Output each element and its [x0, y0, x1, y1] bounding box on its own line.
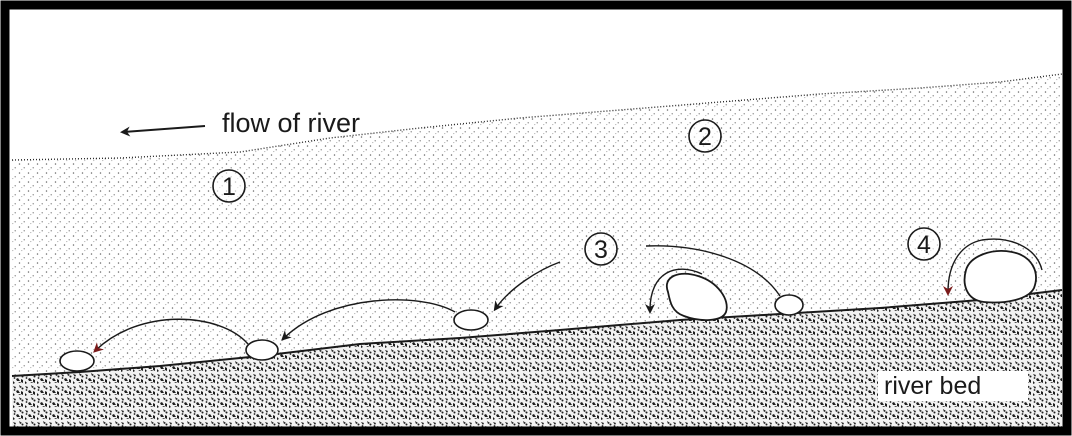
pebble-2 — [246, 340, 278, 360]
flow-label: flow of river — [222, 108, 360, 138]
pebble-4 — [775, 295, 803, 315]
marker-3-label: 3 — [594, 236, 608, 264]
marker-4: 4 — [908, 228, 940, 260]
marker-2: 2 — [689, 120, 721, 152]
marker-1-label: 1 — [222, 173, 236, 201]
marker-2-label: 2 — [698, 123, 712, 151]
marker-4-label: 4 — [917, 231, 931, 259]
pebble-1 — [60, 351, 94, 371]
flow-direction-arrow — [124, 126, 205, 132]
boulder-large — [965, 251, 1036, 303]
marker-3: 3 — [585, 233, 617, 265]
bed-label: river bed — [884, 372, 981, 400]
marker-1: 1 — [213, 170, 245, 202]
pebble-3 — [454, 310, 488, 330]
